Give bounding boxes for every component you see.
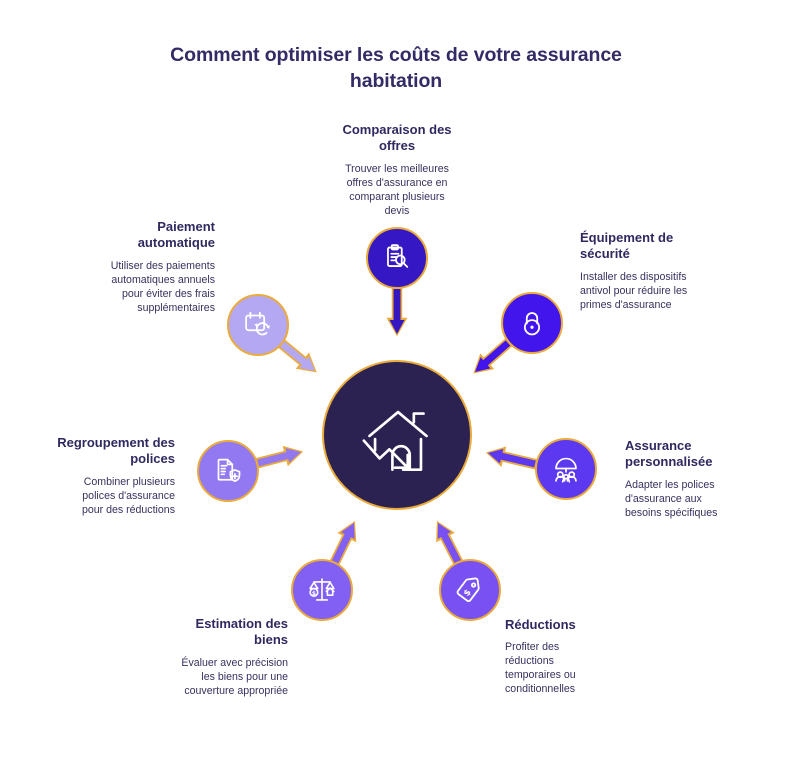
- calendar-autorenew-icon: [245, 311, 270, 336]
- node-description: Utiliser des paiements automatiques annu…: [110, 259, 215, 314]
- node-title: Assurance personnalisée: [625, 438, 713, 470]
- node-circle-regroupement: [197, 440, 259, 502]
- node-description: Installer des dispositifs antivol pour r…: [580, 270, 688, 311]
- page-title: Comment optimiser les coûts de votre ass…: [170, 44, 622, 93]
- clipboard-search-icon: [387, 244, 409, 268]
- node-title: Paiement automatique: [137, 219, 215, 251]
- padlock-icon: [523, 312, 541, 336]
- node-text-personnalisee: Assurance personnalisée Adapter les poli…: [625, 438, 775, 520]
- node-title: Estimation des biens: [195, 616, 288, 648]
- node-circle-comparaison: [366, 227, 428, 289]
- price-tag-icon: $: [456, 577, 480, 602]
- node-circle-estimation: $: [291, 559, 353, 621]
- node-text-paiement: Paiement automatique Utiliser des paieme…: [35, 219, 215, 315]
- node-text-securite: Équipement de sécurité Installer des dis…: [580, 230, 755, 312]
- house-cost-decrease-icon: [362, 410, 428, 472]
- node-description: Trouver les meilleures offres d'assuranc…: [345, 162, 449, 217]
- node-description: Combiner plusieurs polices d'assurance p…: [81, 475, 175, 516]
- node-circle-securite: [501, 292, 563, 354]
- hub-circle: [322, 360, 472, 510]
- node-text-comparaison: Comparaison des offres Trouver les meill…: [312, 122, 482, 218]
- node-title: Comparaison des offres: [342, 122, 452, 154]
- node-circle-paiement: [227, 294, 289, 356]
- svg-text:$: $: [462, 588, 474, 599]
- node-description: Évaluer avec précision les biens pour un…: [181, 656, 288, 697]
- node-text-regroupement: Regroupement des polices Combiner plusie…: [15, 435, 175, 517]
- node-title: Équipement de sécurité: [580, 230, 674, 262]
- svg-text:$: $: [312, 591, 316, 597]
- node-circle-personnalisee: [535, 438, 597, 500]
- node-description: Adapter les polices d'assurance aux beso…: [625, 478, 718, 519]
- node-title: Regroupement des polices: [57, 435, 175, 467]
- node-description: Profiter des réductions temporaires ou c…: [505, 641, 576, 696]
- node-title: Réductions: [505, 617, 576, 632]
- balance-scale-icon: $: [309, 578, 335, 601]
- umbrella-family-icon: [555, 457, 577, 483]
- node-text-estimation: Estimation des biens Évaluer avec précis…: [108, 616, 288, 698]
- node-circle-reductions: $: [439, 559, 501, 621]
- node-text-reductions: Réductions Profiter des réductions tempo…: [505, 617, 645, 697]
- document-shield-plus-icon: [217, 458, 241, 483]
